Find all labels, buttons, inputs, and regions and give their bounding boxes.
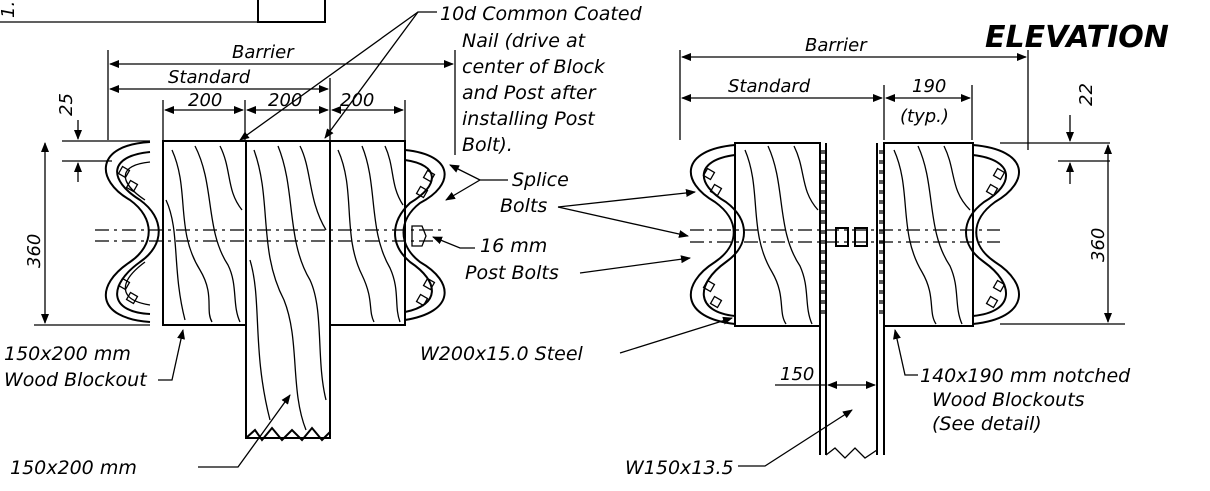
right-standard-label: Standard [728, 76, 811, 97]
splice-bolts-line1: Splice [512, 169, 569, 191]
left-wood-blockout [162, 140, 247, 326]
right-w-beam-rail-back [965, 144, 1020, 325]
left-post-label: 150x200 mm [10, 457, 137, 479]
nail-callout-line1: 10d Common Coated [440, 3, 643, 25]
corner-fragment-text: 1. [0, 1, 19, 18]
notched-label-line1: 140x190 mm notched [920, 365, 1131, 387]
left-elevation: Barrier Standard 200 200 200 25 360 [4, 3, 696, 479]
right-notched-blockout [734, 142, 821, 327]
left-nail-callout: 10d Common Coated Nail (drive at center … [440, 3, 643, 156]
left-dim-200-a: 200 [188, 90, 222, 111]
nail-callout-line2: Nail (drive at [462, 30, 587, 52]
left-barrier-label: Barrier [232, 42, 295, 63]
left-dim-25: 25 [56, 93, 77, 116]
nail-callout-line3: center of Block [462, 56, 606, 78]
left-w-beam-rail [104, 141, 160, 323]
right-typ-label: (typ.) [900, 106, 949, 127]
nail-callout-line6: Bolt). [462, 134, 513, 156]
right-dim-22: 22 [1076, 83, 1097, 106]
left-w-beam-rail-back [394, 149, 446, 321]
notched-label-line3: (See detail) [932, 413, 1042, 435]
left-dim-360: 360 [24, 234, 45, 268]
left-dim-200-b: 200 [268, 90, 302, 111]
left-blockout-label-line2: Wood Blockout [4, 369, 148, 391]
left-blockout-label-line1: 150x200 mm [4, 343, 131, 365]
post-bolts-line1: 16 mm [480, 235, 547, 257]
right-dim-150: 150 [780, 364, 814, 385]
steel-label: W200x15.0 Steel [420, 343, 584, 365]
left-wood-post [245, 140, 331, 442]
post-bolts-line2: Post Bolts [465, 262, 559, 284]
right-post-label: W150x13.5 [625, 457, 734, 479]
top-left-fragment: 1. [0, 0, 326, 23]
right-notched-blockout-back [883, 142, 974, 327]
notched-label-line2: Wood Blockouts [932, 389, 1085, 411]
right-dim-360: 360 [1088, 228, 1109, 262]
right-dim-190: 190 [912, 76, 946, 97]
left-standard-label: Standard [168, 67, 251, 88]
nail-callout-line4: and Post after [462, 82, 597, 104]
drawing-title: ELEVATION [985, 20, 1169, 55]
left-wood-blockout-back [329, 140, 406, 326]
right-elevation: Barrier Standard 190 (typ.) 22 360 [420, 35, 1131, 479]
splice-bolts-line2: Bolts [500, 195, 547, 217]
nail-callout-line5: installing Post [462, 108, 596, 130]
right-barrier-label: Barrier [805, 35, 868, 56]
right-post-bolt [835, 227, 868, 247]
left-dim-200-c: 200 [340, 90, 374, 111]
right-w-beam-rail [689, 144, 745, 325]
